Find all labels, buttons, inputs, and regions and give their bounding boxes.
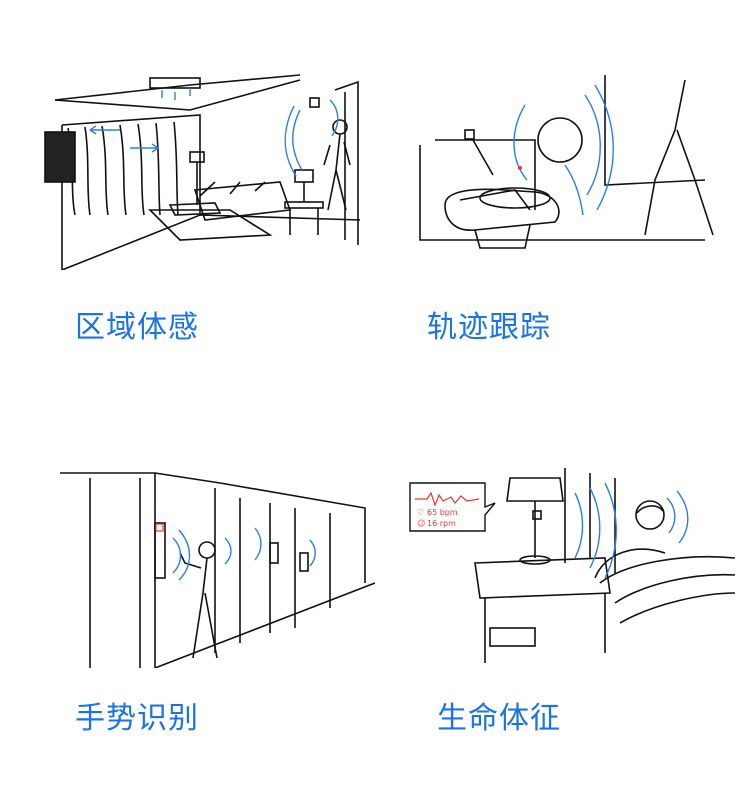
panel-zone-sensing: 区域体感: [0, 0, 375, 390]
elevator-illustration: [60, 472, 375, 668]
caption-vital-signs: 生命体征: [437, 701, 561, 736]
vitals-bubble: ♡ 65 bpm ☺ 16 rpm: [409, 482, 496, 532]
living-room-illustration: [44, 74, 361, 270]
bedroom-illustration: ♡ 65 bpm ☺ 16 rpm: [409, 468, 735, 663]
panel-vital-signs: ♡ 65 bpm ☺ 16 rpm: [375, 393, 750, 786]
panel-trajectory-tracking: 轨迹跟踪: [375, 0, 750, 390]
panel-gesture-recognition: 手势识别: [0, 393, 375, 786]
caption-zone-sensing: 区域体感: [75, 310, 199, 345]
heart-icon: ♡: [417, 508, 424, 517]
bathroom-illustration: [419, 75, 714, 249]
breath-icon: ☺: [417, 519, 425, 528]
caption-gesture-recognition: 手势识别: [75, 701, 199, 736]
caption-trajectory-tracking: 轨迹跟踪: [427, 310, 551, 345]
heart-rate-value: 65 bpm: [427, 508, 458, 517]
resp-rate-value: 16 rpm: [427, 519, 456, 528]
